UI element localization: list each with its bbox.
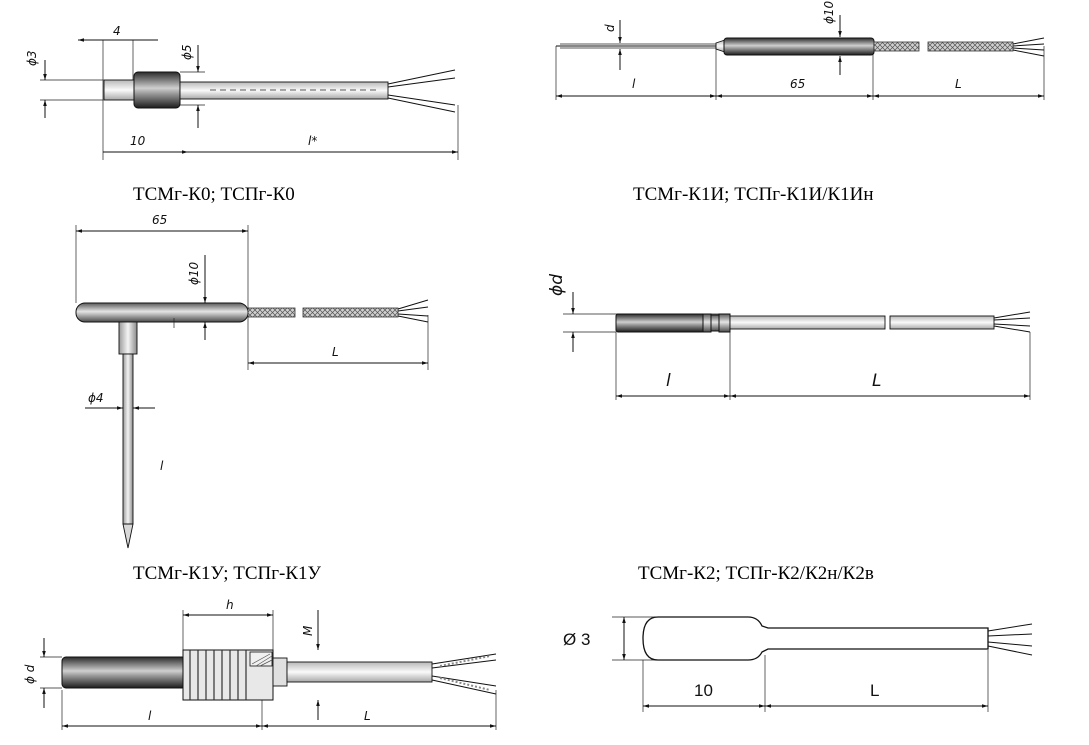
dim-k1i-L: L <box>955 77 962 91</box>
dim-k2-l: l <box>666 371 671 391</box>
dim-k0-d5: ϕ5 <box>180 44 194 60</box>
dim-k4-w10: 10 <box>694 681 713 700</box>
dim-k1u-d4: ϕ4 <box>88 391 104 405</box>
drawing-k1u: 65 ϕ10 L ϕ4 l <box>75 213 429 549</box>
dim-k4-L: L <box>870 681 879 700</box>
dim-k1u-65: 65 <box>152 213 167 227</box>
caption-k0: ТСМг-К0; ТСПг-К0 <box>133 184 295 205</box>
dim-k3-h: h <box>226 598 234 612</box>
dim-k1u-l: l <box>160 459 164 473</box>
dim-k1i-d: d <box>603 24 617 32</box>
drawing-k2: ϕd l L <box>547 274 1031 400</box>
dim-k0-l: l* <box>308 134 317 148</box>
caption-k2: ТСМг-К2; ТСПг-К2/К2н/К2в <box>638 563 874 584</box>
dim-k0-w4: 4 <box>113 24 121 38</box>
drawing-k3: ϕ d h M l L <box>23 598 497 730</box>
drawing-k1i: d ϕ10 l 65 L <box>555 0 1045 100</box>
drawing-k4: Ø 3 10 L <box>563 616 1033 712</box>
dim-k2-d: ϕd <box>547 274 567 296</box>
dim-k1u-d10: ϕ10 <box>187 261 201 285</box>
caption-k1i: ТСМг-К1И; ТСПг-К1И/К1Ин <box>633 184 874 205</box>
dim-k1i-l: l <box>632 77 636 91</box>
dim-k0-d3: ϕ3 <box>25 50 39 66</box>
dim-k4-d3: Ø 3 <box>563 630 590 649</box>
caption-k1u: ТСМг-К1У; ТСПг-К1У <box>133 563 322 584</box>
dim-k1i-d10: ϕ10 <box>822 0 836 24</box>
dim-k0-w10: 10 <box>130 134 146 148</box>
dim-k3-M: M <box>301 625 315 636</box>
dim-k1u-L: L <box>332 345 339 359</box>
dim-k3-d: ϕ d <box>23 664 37 684</box>
dim-k2-L: L <box>872 371 881 391</box>
drawing-k0: ϕ3 4 ϕ5 10 l* <box>25 24 459 160</box>
dim-k1i-65: 65 <box>790 77 805 91</box>
dim-k3-l: l <box>148 709 152 723</box>
dim-k3-L: L <box>364 709 371 723</box>
